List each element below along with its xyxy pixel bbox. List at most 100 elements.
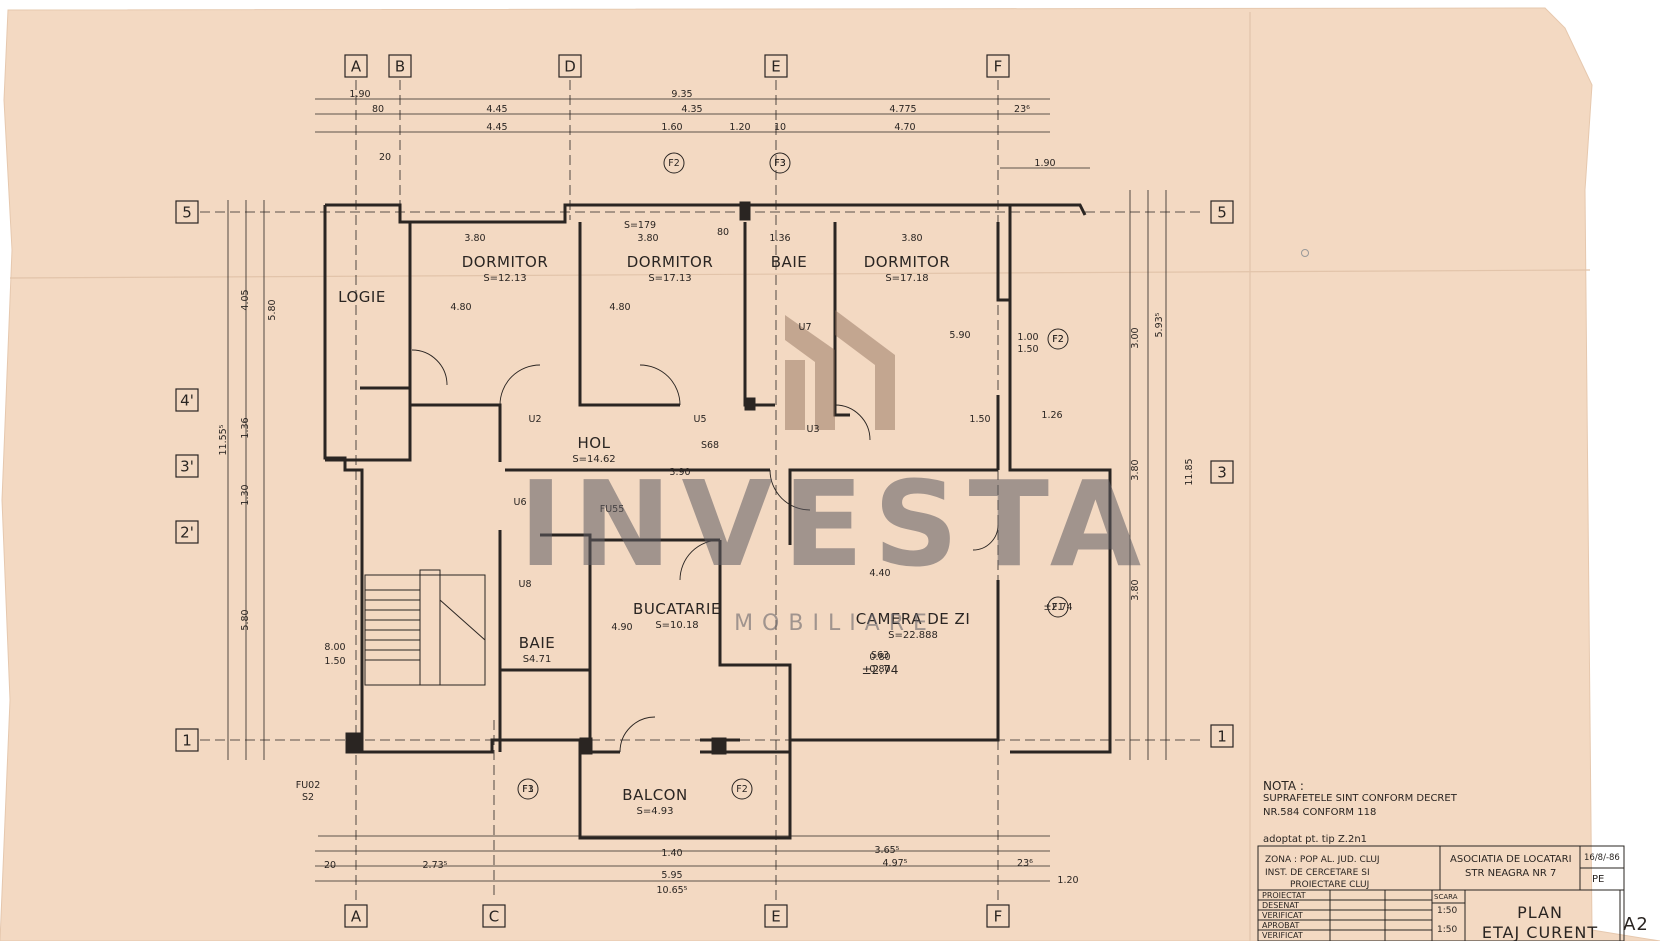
interior-label-23: F2 [1052, 334, 1064, 345]
axis-box-top-2 [558, 54, 582, 78]
axis-box-right-0 [1210, 200, 1234, 224]
interior-label-0: 3.80 [464, 233, 485, 244]
tb-scale-label: SCARA [1434, 893, 1458, 901]
interior-label-9: S68 [701, 440, 719, 451]
dim-right-4: 5.93⁵ [1154, 312, 1165, 337]
tb-scale-1: 1:50 [1437, 906, 1457, 916]
title-block: ZONA : POP AL. JUD. CLUJ INST. DE CERCET… [1257, 845, 1649, 942]
interior-label-26: ±2.74 [1043, 602, 1072, 613]
tb-client-line-1: ASOCIATIA DE LOCATARI [1450, 854, 1572, 865]
axis-label-top-1: B [395, 58, 405, 76]
axis-label-left-0: 5 [182, 204, 192, 222]
tb-role-2: DESENAT [1262, 901, 1299, 910]
marker-f1_right: F1 [1052, 602, 1064, 613]
interior-label-16: 1.26 [1041, 410, 1062, 421]
note-line-1: SUPRAFETELE SINT CONFORM DECRET [1263, 793, 1458, 804]
tb-date: 16/8/-86 [1584, 853, 1620, 863]
tb-phase: PE [1592, 874, 1604, 885]
watermark-brand: INVESTA [519, 455, 1151, 593]
room-name-1: DORMITOR [462, 253, 549, 271]
dim-top-3: 4.45 [486, 104, 507, 115]
dim-bottom-3: 4.97⁵ [883, 858, 908, 869]
axis-label-top-3: E [771, 58, 780, 76]
axis-label-top-4: F [994, 58, 1003, 76]
interior-label-8: 5.90 [949, 330, 970, 341]
tb-zone-line-1: ZONA : POP AL. JUD. CLUJ [1265, 855, 1380, 865]
note-line-3: adoptat pt. tip Z.2n1 [1263, 834, 1367, 845]
axis-label-left-1: 4' [180, 392, 194, 410]
room-name-9: BALCON [622, 786, 687, 804]
room-name-7: BUCATARIE [633, 600, 721, 618]
dim-right-1: 3.80 [1130, 579, 1141, 600]
room-area-2: S=17.13 [648, 273, 691, 284]
room-name-5: HOL [578, 434, 611, 452]
axis-box-top-1 [388, 54, 412, 78]
punch-hole [1301, 249, 1309, 257]
axis-box-top-0 [344, 54, 368, 78]
axis-box-left-1 [175, 388, 199, 412]
axis-box-left-0 [175, 200, 199, 224]
room-area-9: S=4.93 [637, 806, 674, 817]
door-swings [411, 349, 999, 753]
interior-label-28: S63 [871, 650, 889, 661]
stairwell [345, 201, 756, 755]
dim-top-7: 4.45 [486, 122, 507, 133]
room-name-6: BAIE [519, 634, 555, 652]
room-area-4: S=17.18 [885, 273, 928, 284]
interior-label-12: 4.40 [869, 568, 890, 579]
room-name-4: DORMITOR [864, 253, 951, 271]
tb-role-5: VERIFICAT [1262, 931, 1303, 940]
interior-label-25: F1 [522, 784, 534, 795]
interior-label-14: 1.00 [1017, 332, 1038, 343]
tb-role-1: PROIECTAT [1262, 891, 1306, 900]
note-block: NOTA : SUPRAFETELE SINT CONFORM DECRET N… [1263, 779, 1458, 845]
dim-top-10: 10 [774, 122, 786, 133]
interior-label-3: S=179 [624, 220, 656, 231]
interior-label-13: 4.90 [611, 622, 632, 633]
axis-label-right-0: 5 [1217, 204, 1227, 222]
dim-left-7: 1.50 [324, 656, 345, 667]
watermark-sub: MOBILIARE [734, 611, 936, 636]
axis-label-bottom-1: C [489, 908, 499, 926]
interior-label-21: U7 [799, 322, 812, 333]
fold-line-horizontal [9, 269, 1591, 279]
dim-top-2: 80 [372, 104, 384, 115]
dim-top-0: 1.90 [349, 89, 370, 100]
dimension-lines [200, 80, 1200, 900]
interior-label-18: U5 [694, 414, 707, 425]
dim-left-4: 1.30 [240, 484, 251, 505]
axis-label-top-2: D [564, 58, 576, 76]
interior-label-7: 4.80 [609, 302, 630, 313]
axis-box-right-2 [1210, 724, 1234, 748]
dim-top-12: 20 [379, 152, 391, 163]
interior-label-1: 3.80 [637, 233, 658, 244]
room-area-1: S=12.13 [483, 273, 526, 284]
marker-f2_top: F2 [668, 158, 680, 169]
axis-label-right-1: 3 [1217, 464, 1227, 482]
elevation-value: ±2.74 [862, 663, 899, 677]
dim-top-8: 1.60 [661, 122, 682, 133]
tb-zone-line-3: PROIECTARE CLUJ [1290, 880, 1369, 890]
marker-circle-f2_bottom [731, 778, 753, 800]
dim-bottom-6: 1.40 [661, 848, 682, 859]
dim-bottom-8: 1.20 [1057, 875, 1078, 886]
note-title: NOTA : [1263, 779, 1304, 793]
dim-left-5: 5.80 [240, 609, 251, 630]
elevation-offset: 0.80 [869, 652, 890, 663]
interior-label-22: U8 [519, 579, 532, 590]
dim-left-0: 4.05 [240, 289, 251, 310]
room-name-8: CAMERA DE ZI [856, 610, 971, 628]
tb-sheet-number: A2 [1623, 914, 1649, 935]
interior-label-20: U6 [514, 497, 527, 508]
dim-right-3: 3.00 [1130, 327, 1141, 348]
interior-label-6: 4.80 [450, 302, 471, 313]
tb-scale-2: 1:50 [1437, 925, 1457, 935]
axis-label-top-0: A [351, 58, 362, 76]
tb-role-4: APROBAT [1262, 921, 1299, 930]
interior-label-2: 3.80 [901, 233, 922, 244]
marker-circle-f2_top [663, 152, 685, 174]
axis-label-left-2: 3' [180, 458, 194, 476]
axis-box-bottom-0 [344, 904, 368, 928]
